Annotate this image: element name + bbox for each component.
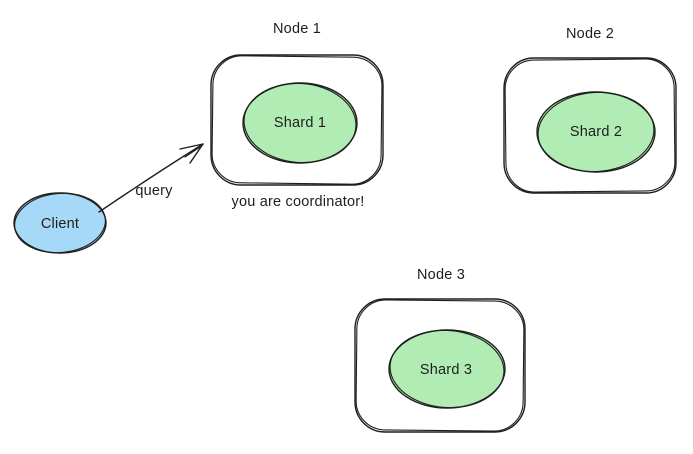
coordinator-note: you are coordinator! xyxy=(231,194,365,210)
query-arrow xyxy=(98,143,204,213)
node1-label: Node 1 xyxy=(273,21,321,37)
shard1-label: Shard 1 xyxy=(273,115,327,131)
client-label: Client xyxy=(40,216,80,232)
node3-label: Node 3 xyxy=(417,267,465,283)
shard2-label: Shard 2 xyxy=(569,124,623,140)
shard2-ellipse xyxy=(536,91,656,173)
shard3-ellipse xyxy=(388,329,506,409)
shard1-ellipse xyxy=(242,82,358,164)
node2-label: Node 2 xyxy=(566,26,614,42)
shard3-label: Shard 3 xyxy=(419,362,473,378)
client-ellipse xyxy=(13,192,107,254)
query-arrow-label: query xyxy=(135,183,173,199)
